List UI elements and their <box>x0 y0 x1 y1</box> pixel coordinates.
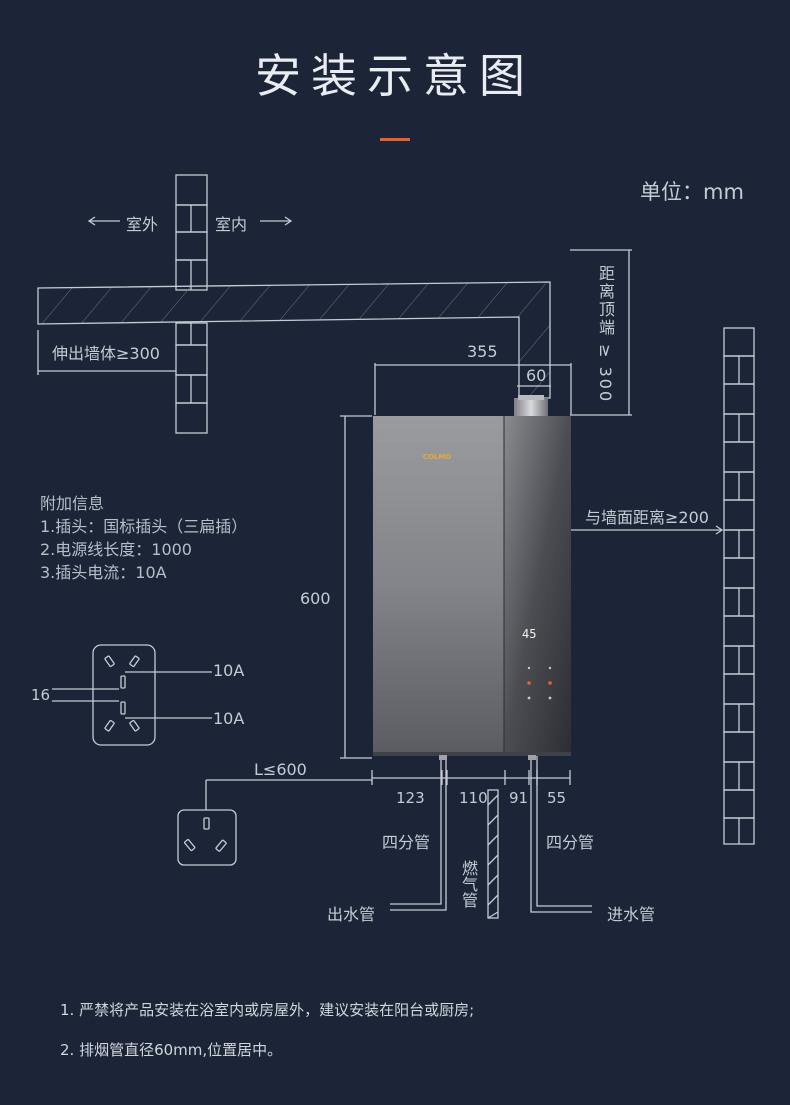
outdoor-label: 室外 <box>126 215 159 234</box>
note-item: 1. 严禁将产品安装在浴室内或房屋外，建议安装在阳台或厨房; <box>60 1001 475 1019</box>
water-in-label: 进水管 <box>607 905 656 924</box>
pipe-60-label: 60 <box>526 366 547 385</box>
extend-wall-label: 伸出墙体≥300 <box>52 344 160 363</box>
temperature-display: 45 <box>522 627 536 641</box>
right-wall <box>723 327 755 845</box>
plug-10a-top-label: 10A <box>213 661 245 680</box>
pin-16-label: 16 <box>31 686 51 704</box>
indoor-label: 室内 <box>215 215 248 234</box>
water-heater: COLMO 45 <box>373 395 571 760</box>
left-wall <box>175 174 208 434</box>
plug-10a-bottom-label: 10A <box>213 709 245 728</box>
dim-110-label: 110 <box>459 789 488 807</box>
info-heading: 附加信息 <box>40 494 105 513</box>
title-accent-bar <box>380 138 410 141</box>
quarter-pipe-left-label: 四分管 <box>382 833 431 852</box>
height-600-label: 600 <box>300 589 331 608</box>
top-distance-label: 距离顶端 ≥ 300 <box>596 265 615 404</box>
info-item: 1.插头：国标插头（三扁插） <box>40 517 248 536</box>
quarter-pipe-right-label: 四分管 <box>546 833 595 852</box>
dim-55-label: 55 <box>547 789 567 807</box>
brand-logo: COLMO <box>423 453 452 461</box>
note-item: 2. 排烟管直径60mm,位置居中。 <box>60 1041 283 1059</box>
dim-123-label: 123 <box>396 789 425 807</box>
info-item: 3.插头电流：10A <box>40 563 167 582</box>
dim-91-label: 91 <box>509 789 529 807</box>
wall-distance-label: 与墙面距离≥200 <box>585 508 709 527</box>
unit-label: 单位：mm <box>640 180 744 204</box>
water-out-label: 出水管 <box>327 905 376 924</box>
cable-length-label: L≤600 <box>254 760 307 779</box>
gas-pipe-label: 燃气管 <box>459 860 478 908</box>
additional-info: 附加信息 1.插头：国标插头（三扁插） 2.电源线长度：1000 3.插头电流：… <box>40 492 247 584</box>
notes: 1. 严禁将产品安装在浴室内或房屋外，建议安装在阳台或厨房; 2. 排烟管直径6… <box>60 990 474 1070</box>
page-title: 安装示意图 <box>255 49 535 103</box>
width-355-label: 355 <box>467 342 498 361</box>
info-item: 2.电源线长度：1000 <box>40 540 192 559</box>
